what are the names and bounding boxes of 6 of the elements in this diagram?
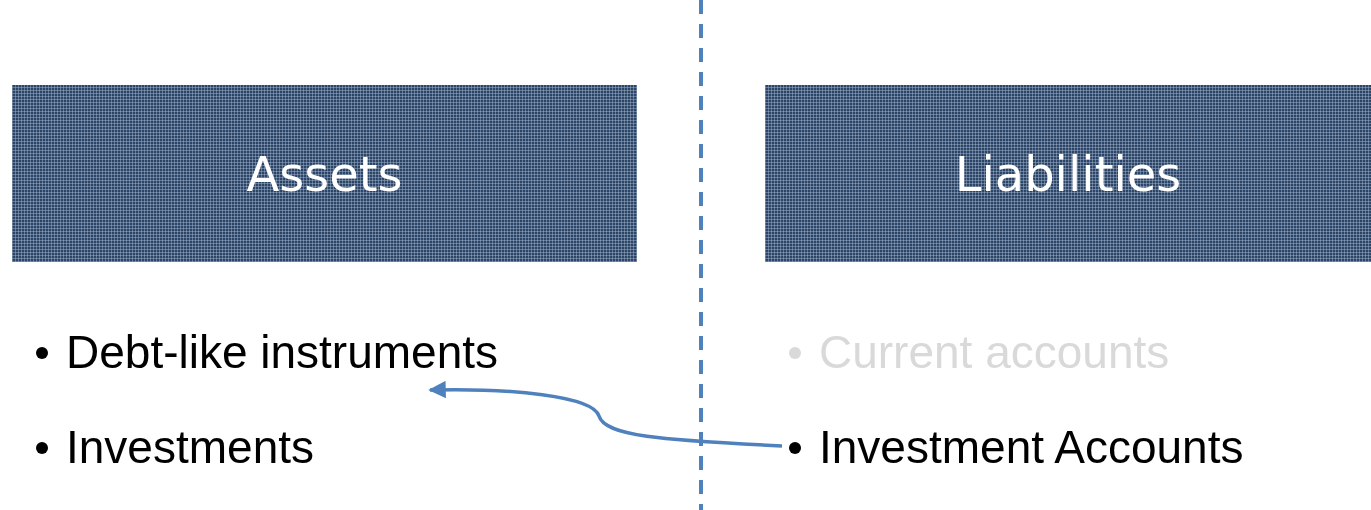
header-box: Liabilities <box>765 85 1371 262</box>
header-box: Assets <box>12 85 637 262</box>
bullet-item: Debt-like instruments <box>66 324 499 380</box>
arrow <box>428 381 783 448</box>
bullet-item: Investments <box>66 420 314 475</box>
bullet-item: Investment Accounts <box>819 419 1244 475</box>
